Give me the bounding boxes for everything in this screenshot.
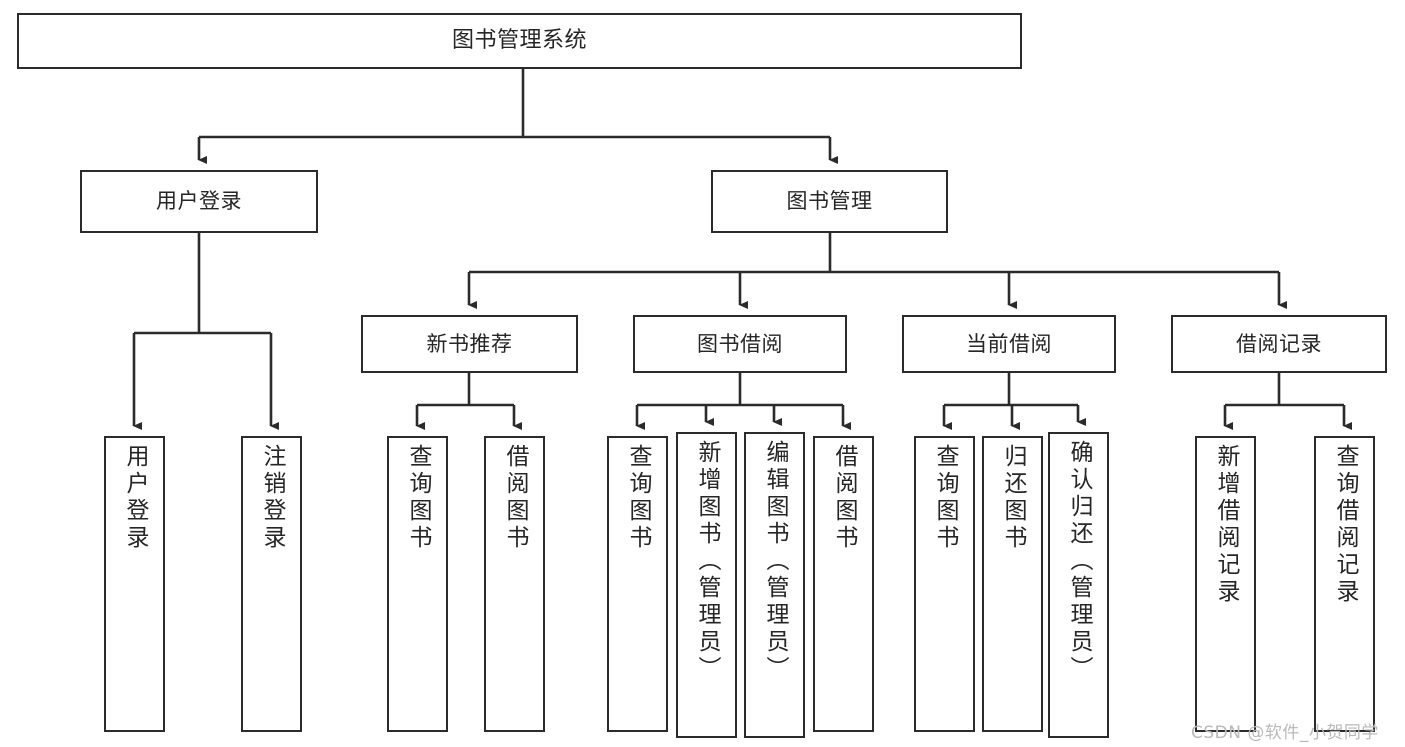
node-user-login[interactable]: 用户登录 (80, 170, 318, 233)
leaf-cb-return-book-label: 归还图书 (1000, 444, 1026, 552)
leaf-cb-confirm-return-admin[interactable]: 确认归还（管理员） (1048, 432, 1109, 738)
node-book-borrow[interactable]: 图书借阅 (633, 315, 847, 373)
csdn-watermark: CSDN @软件_小贺同学 (1191, 723, 1379, 743)
node-current-borrow-label: 当前借阅 (966, 331, 1052, 356)
leaf-bb-add-book-admin-label: 新增图书（管理员） (694, 440, 720, 683)
leaf-cb-query-book-label: 查询图书 (932, 444, 958, 552)
node-current-borrow[interactable]: 当前借阅 (902, 315, 1116, 373)
leaf-bb-edit-book-admin-label: 编辑图书（管理员） (762, 440, 788, 683)
node-book-management[interactable]: 图书管理 (711, 170, 948, 233)
node-user-login-label: 用户登录 (156, 189, 242, 214)
node-new-book-recommend-label: 新书推荐 (426, 331, 513, 356)
leaf-nbr-borrow-book-label: 借阅图书 (502, 444, 528, 552)
node-root[interactable]: 图书管理系统 (17, 13, 1022, 69)
leaf-br-query-record-label: 查询借阅记录 (1332, 444, 1358, 606)
node-book-borrow-label: 图书借阅 (697, 331, 783, 356)
leaf-bb-add-book-admin[interactable]: 新增图书（管理员） (676, 432, 737, 738)
leaf-user-login-label: 用户登录 (122, 444, 148, 552)
leaf-br-add-record[interactable]: 新增借阅记录 (1195, 436, 1256, 732)
node-root-label: 图书管理系统 (451, 28, 587, 54)
leaf-logout[interactable]: 注销登录 (241, 436, 302, 732)
leaf-bb-borrow-book[interactable]: 借阅图书 (813, 436, 874, 732)
leaf-user-login[interactable]: 用户登录 (104, 436, 165, 732)
leaf-bb-query-book-label: 查询图书 (625, 444, 651, 552)
node-new-book-recommend[interactable]: 新书推荐 (361, 315, 578, 373)
leaf-bb-edit-book-admin[interactable]: 编辑图书（管理员） (744, 432, 805, 738)
node-borrow-record-label: 借阅记录 (1236, 331, 1322, 356)
leaf-nbr-query-book[interactable]: 查询图书 (387, 436, 448, 732)
leaf-cb-confirm-return-admin-label: 确认归还（管理员） (1066, 440, 1092, 683)
leaf-br-query-record[interactable]: 查询借阅记录 (1314, 436, 1375, 732)
leaf-logout-label: 注销登录 (259, 444, 285, 552)
leaf-br-add-record-label: 新增借阅记录 (1213, 444, 1239, 606)
leaf-bb-query-book[interactable]: 查询图书 (607, 436, 668, 732)
leaf-cb-return-book[interactable]: 归还图书 (982, 436, 1043, 732)
node-borrow-record[interactable]: 借阅记录 (1171, 315, 1387, 373)
leaf-bb-borrow-book-label: 借阅图书 (831, 444, 857, 552)
node-book-management-label: 图书管理 (786, 189, 873, 214)
leaf-nbr-borrow-book[interactable]: 借阅图书 (484, 436, 545, 732)
leaf-nbr-query-book-label: 查询图书 (405, 444, 431, 552)
leaf-cb-query-book[interactable]: 查询图书 (914, 436, 975, 732)
